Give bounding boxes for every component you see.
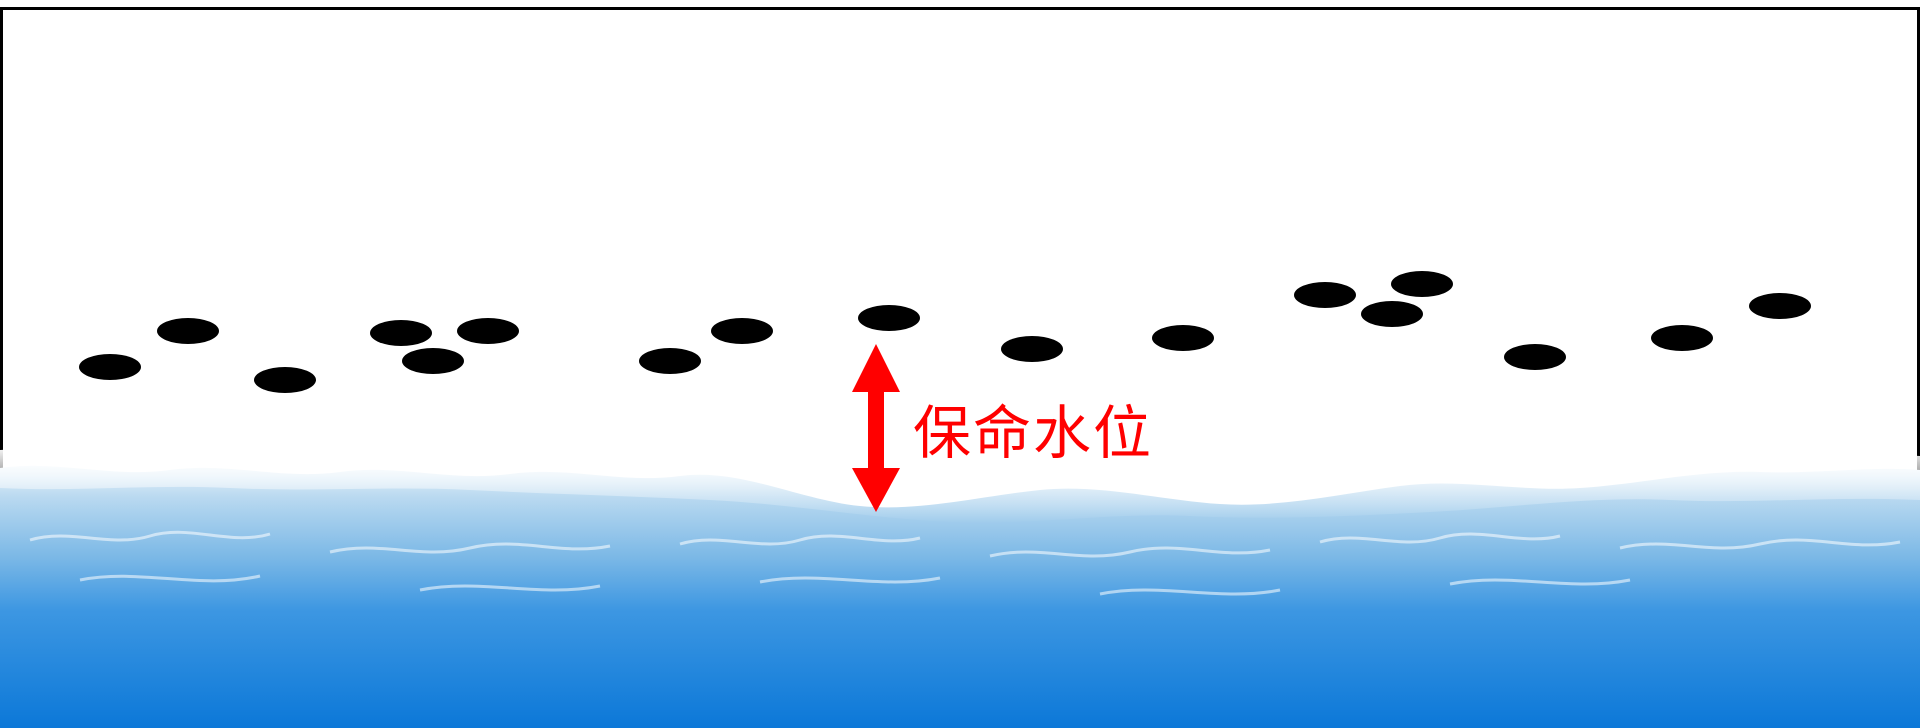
stone-1 bbox=[79, 354, 141, 380]
stone-10 bbox=[1001, 336, 1063, 362]
stone-14 bbox=[1391, 271, 1453, 297]
arrow-head-down-icon bbox=[852, 468, 900, 512]
water-ripples bbox=[29, 530, 1901, 596]
arrow-head-up-icon bbox=[852, 344, 900, 392]
water-level-label: 保命水位 bbox=[913, 399, 1154, 467]
stone-7 bbox=[639, 348, 701, 374]
stone-3 bbox=[254, 367, 316, 393]
stone-8 bbox=[711, 318, 773, 344]
water-area bbox=[0, 449, 1920, 728]
stone-2 bbox=[157, 318, 219, 344]
stone-15 bbox=[1504, 344, 1566, 370]
stone-13 bbox=[1361, 301, 1423, 327]
stone-6 bbox=[457, 318, 519, 344]
stone-9 bbox=[858, 305, 920, 331]
stone-5 bbox=[402, 348, 464, 374]
arrow-shaft bbox=[868, 390, 884, 470]
water-level-arrow bbox=[852, 344, 900, 512]
stones-group bbox=[79, 271, 1811, 393]
water-surface bbox=[0, 465, 1920, 728]
stone-12 bbox=[1294, 282, 1356, 308]
stone-11 bbox=[1152, 325, 1214, 351]
stone-16 bbox=[1651, 325, 1713, 351]
stone-4 bbox=[370, 320, 432, 346]
water-foam bbox=[0, 449, 1920, 523]
stone-17 bbox=[1749, 293, 1811, 319]
